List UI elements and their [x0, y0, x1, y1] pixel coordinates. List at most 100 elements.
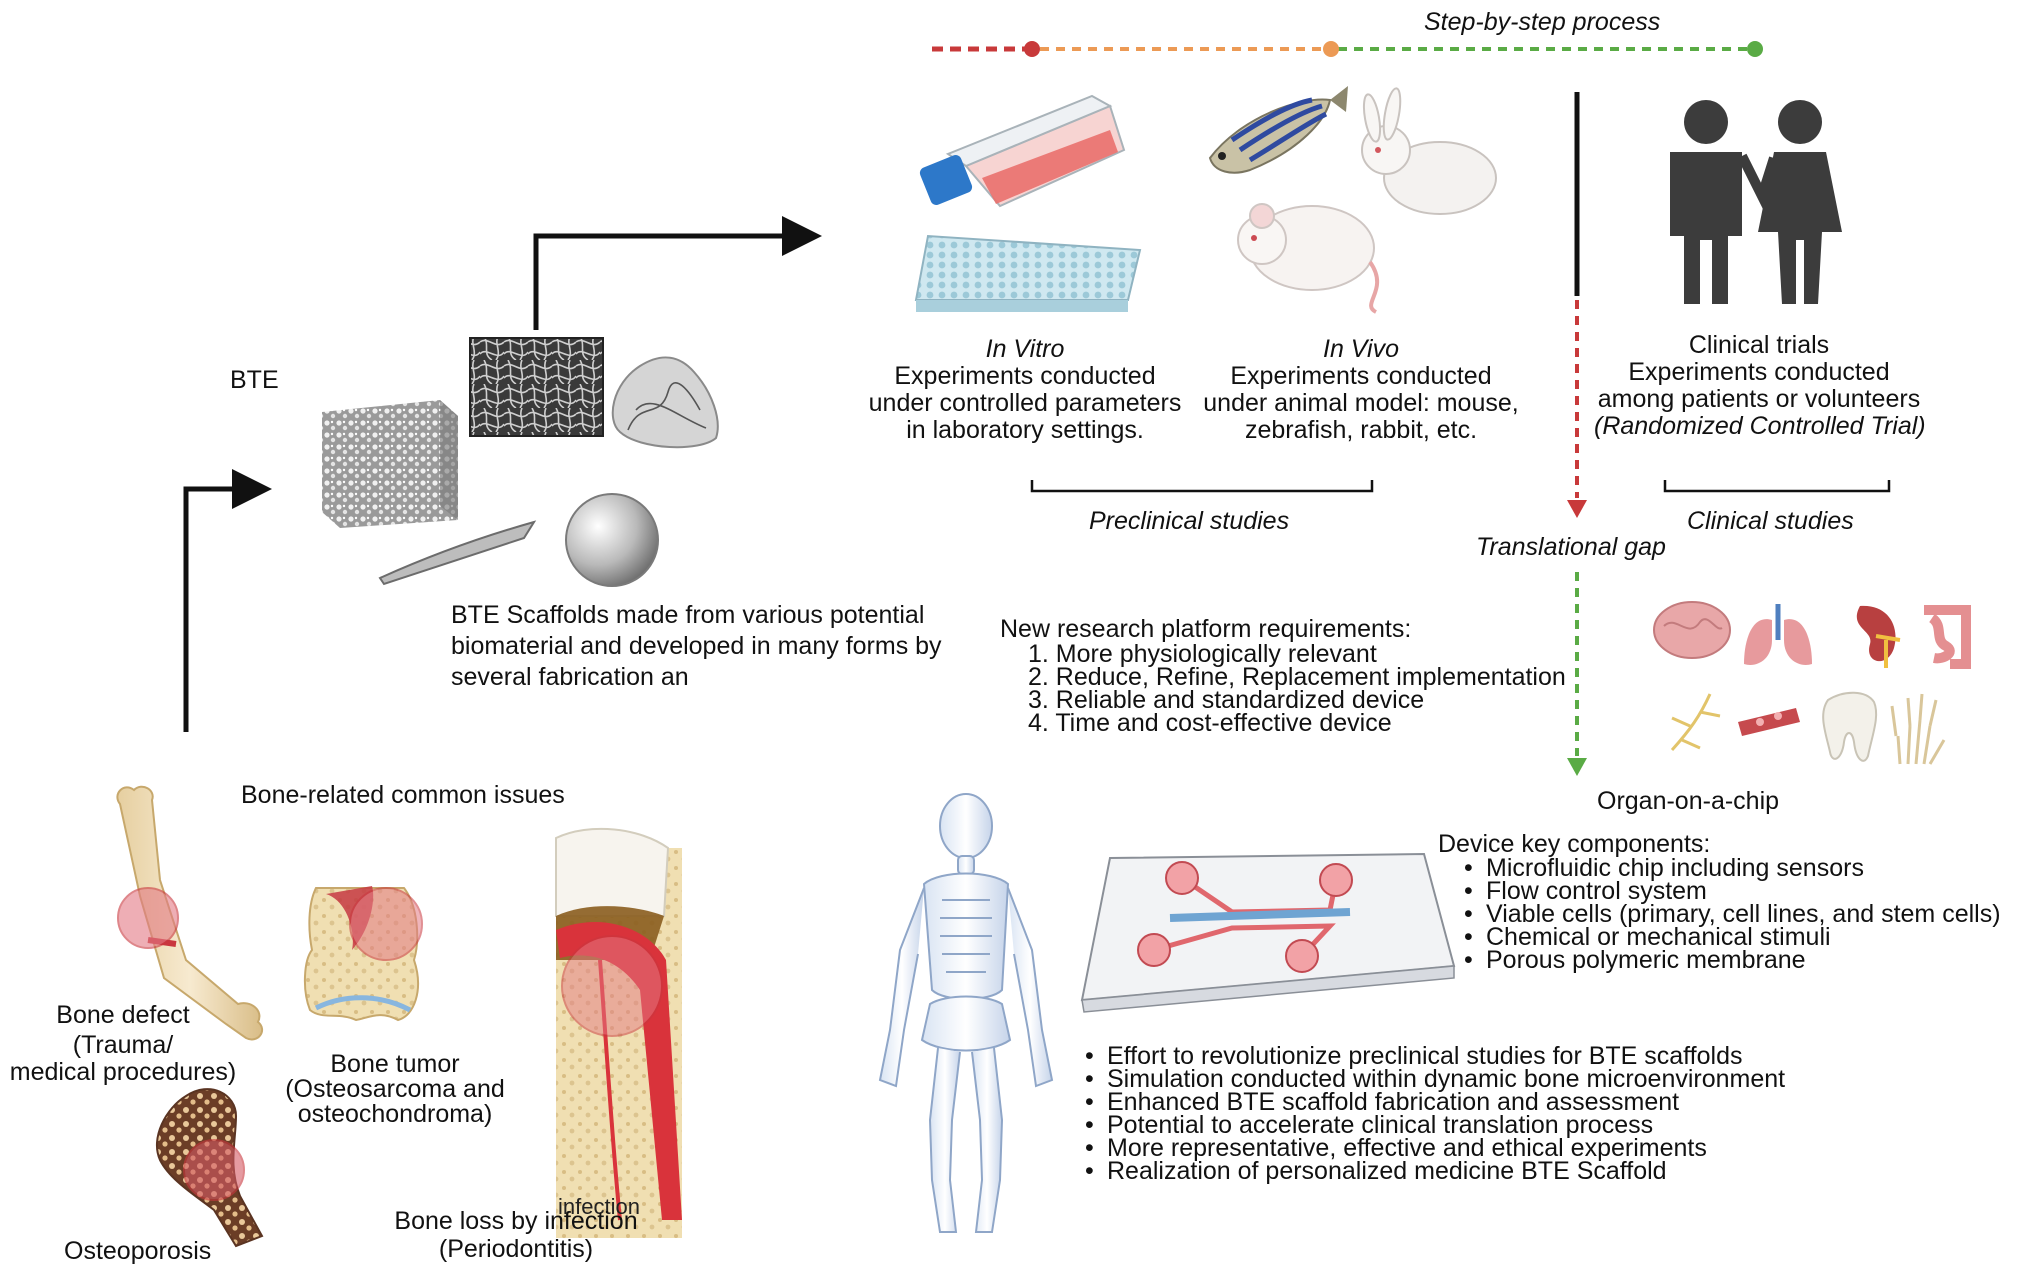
bone-tumor-line: osteochondroma) — [297, 1100, 493, 1128]
mouse — [1237, 203, 1380, 314]
nerve-icon — [1670, 693, 1721, 752]
bone-defect-line: medical procedures) — [9, 1058, 237, 1086]
periodontitis-line: (Periodontitis) — [438, 1235, 594, 1263]
in-vitro-line: Experiments conducted — [894, 362, 1156, 390]
benefit-item: Realization of personalized medicine BTE… — [1083, 1159, 1785, 1184]
chip-benefits-list: Effort to revolutionize preclinical stud… — [1083, 1044, 1785, 1184]
osteoporosis-lesion — [183, 1139, 245, 1201]
gap-arrowhead-red — [1567, 500, 1587, 518]
well-plate — [914, 234, 1142, 312]
component-item: Porous polymeric membrane — [1462, 948, 2001, 973]
periodontitis-line: Bone loss by infection — [394, 1207, 638, 1235]
human-skeleton-illustration — [878, 793, 1054, 1233]
woman-figure-head — [1778, 100, 1822, 144]
blood-vessel-icon — [1738, 708, 1800, 736]
clinical-trials-description: Clinical trials Experiments conducted am… — [1594, 331, 1926, 440]
clinical-line: among patients or volunteers — [1597, 385, 1921, 413]
hand-bones-icon — [1890, 693, 1946, 765]
kidney-icon — [1856, 605, 1901, 668]
requirement-item: 2. Reduce, Refine, Replacement implement… — [1028, 663, 1566, 691]
flow-arrows — [183, 92, 1580, 732]
osteoporosis-illustration — [155, 1088, 264, 1248]
porous-cube-scaffold — [322, 400, 458, 528]
step-process-line — [932, 41, 1763, 57]
organ-icons — [1653, 601, 1971, 765]
in-vivo-title: In Vivo — [1323, 335, 1399, 363]
in-vivo-illustration — [1208, 86, 1497, 314]
culture-flask — [919, 94, 1126, 208]
scaffold-illustrations — [322, 337, 719, 587]
in-vitro-line: under controlled parameters — [868, 389, 1182, 417]
in-vitro-line: in laboratory settings. — [906, 416, 1144, 444]
bone-defect-label: Bone defect (Trauma/ medical procedures) — [0, 1000, 246, 1087]
scaffolds-desc-line: biomaterial and developed in many forms … — [451, 632, 942, 660]
periodontitis-lesion — [561, 935, 663, 1037]
man-figure-body — [1670, 152, 1742, 304]
in-vitro-title: In Vitro — [985, 335, 1065, 363]
preclinical-bracket — [1030, 480, 1374, 493]
in-vivo-description: In Vivo Experiments conducted under anim… — [1196, 336, 1526, 444]
bone-defect-illustration — [116, 785, 264, 1041]
in-vitro-illustration — [914, 94, 1142, 312]
osteoporosis-label: Osteoporosis — [64, 1237, 212, 1265]
in-vivo-line: Experiments conducted — [1230, 362, 1492, 390]
bone-tumor-line: (Osteosarcoma and — [285, 1075, 505, 1103]
fibrous-mesh-scaffold — [469, 337, 604, 437]
translational-gap-arrows — [1567, 300, 1587, 776]
clinical-people-icon — [1670, 100, 1842, 304]
in-vivo-line: zebrafish, rabbit, etc. — [1244, 416, 1478, 444]
bone-defect-line: (Trauma/ — [72, 1031, 174, 1059]
chip-well — [1319, 863, 1353, 897]
device-components-list: Device key components: Microfluidic chip… — [1438, 830, 2001, 973]
study-brackets — [1030, 480, 1891, 493]
bone-tumor-lesion — [349, 887, 423, 961]
gap-arrowhead-green — [1567, 758, 1587, 776]
infection-overlap-label: infection — [558, 1194, 640, 1219]
periodontitis-label: Bone loss by infection (Periodontitis) — [376, 1207, 656, 1263]
microsphere-scaffold — [565, 493, 659, 587]
step-dot-red — [1024, 41, 1040, 57]
requirement-item: 1. More physiologically relevant — [1028, 640, 1377, 668]
clinical-title: Clinical trials — [1688, 331, 1830, 359]
step-dot-green — [1747, 41, 1763, 57]
in-vivo-line: under animal model: mouse, — [1203, 389, 1519, 417]
chip-well — [1137, 933, 1171, 967]
requirement-item: 4. Time and cost-effective device — [1028, 709, 1392, 737]
bone-tumor-illustration — [303, 886, 423, 1022]
in-vitro-description: In Vitro Experiments conducted under con… — [860, 336, 1190, 444]
chip-well — [1285, 939, 1319, 973]
organ-on-chip-label: Organ-on-a-chip — [1597, 787, 1780, 815]
clinical-note: (Randomized Controlled Trial) — [1594, 412, 1926, 440]
bone-defect-line: Bone defect — [56, 1001, 190, 1029]
chip-well — [1165, 861, 1199, 895]
man-figure-head — [1684, 100, 1728, 144]
periodontitis-illustration — [555, 827, 682, 1238]
requirements-title: New research platform requirements: — [1000, 615, 1412, 643]
clinical-studies-label: Clinical studies — [1687, 507, 1854, 535]
bone-issues-title: Bone-related common issues — [241, 781, 565, 809]
tooth-icon — [1822, 691, 1878, 762]
clinical-bracket — [1663, 480, 1891, 493]
arrow-issues-to-bte — [183, 469, 272, 732]
translational-gap-label: Translational gap — [1476, 533, 1666, 561]
requirements-list: New research platform requirements: 1. M… — [1000, 615, 1566, 737]
membrane-strip-scaffold — [378, 520, 537, 586]
scaffolds-description: BTE Scaffolds made from various potentia… — [451, 600, 942, 693]
brain-icon — [1653, 601, 1731, 659]
device-components-title: Device key components: — [1438, 830, 1711, 858]
requirement-item: 3. Reliable and standardized device — [1028, 686, 1425, 714]
step-dot-orange — [1323, 41, 1339, 57]
scaffolds-desc-line: several fabrication an — [451, 663, 689, 691]
step-process-label: Step-by-step process — [1424, 8, 1661, 36]
bone-defect-lesion — [117, 887, 179, 949]
clinical-line: Experiments conducted — [1628, 358, 1890, 386]
rabbit — [1361, 87, 1497, 215]
skull — [939, 793, 993, 859]
woman-figure-body — [1758, 152, 1842, 304]
preclinical-studies-label: Preclinical studies — [1089, 507, 1290, 535]
bone-tumor-label: Bone tumor (Osteosarcoma and osteochondr… — [272, 1052, 518, 1127]
scaffolds-desc-line: BTE Scaffolds made from various potentia… — [451, 601, 925, 629]
bte-label: BTE — [230, 366, 279, 394]
organ-on-chip-device — [1080, 852, 1456, 1013]
